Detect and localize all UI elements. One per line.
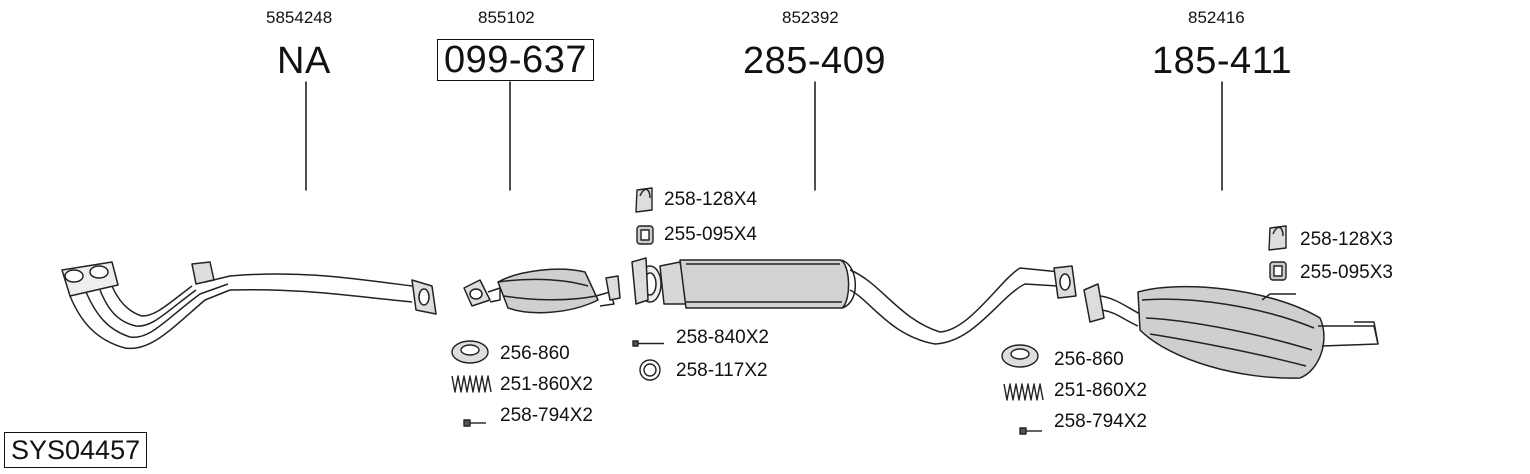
oem-number-rear-silencer: 852416 xyxy=(1188,8,1245,27)
system-code: SYS04457 xyxy=(4,432,148,468)
middle-silencer xyxy=(631,257,1077,345)
spring-icon xyxy=(1003,383,1044,401)
oem-number-middle-silencer: 852392 xyxy=(782,8,839,27)
label-rear-springs: 251-860X2 xyxy=(1054,380,1147,401)
gasket-icon xyxy=(1001,344,1039,368)
label-rear-gasket: 256-860 xyxy=(1054,349,1124,370)
catalytic-converter xyxy=(463,268,621,314)
label-mid-hanger: 258-128X4 xyxy=(664,189,757,210)
label-mid-bolt: 258-840X2 xyxy=(676,327,769,348)
label-rear-rubber: 255-095X3 xyxy=(1300,262,1393,283)
hanger-clamp-icon xyxy=(635,187,653,213)
label-cat-bolts: 258-794X2 xyxy=(500,405,593,426)
oem-number-manifold: 5854248 xyxy=(266,8,333,27)
gasket-icon xyxy=(451,340,489,364)
rubber-mount-icon xyxy=(1269,261,1287,281)
exhaust-manifold xyxy=(61,261,437,350)
spring-icon xyxy=(451,375,492,393)
bolt-icon xyxy=(632,340,664,347)
label-mid-rubber: 255-095X4 xyxy=(664,224,757,245)
label-cat-gasket: 256-860 xyxy=(500,343,570,364)
label-cat-springs: 251-860X2 xyxy=(500,374,593,395)
part-number-catalyst[interactable]: 099-637 xyxy=(437,39,594,81)
rear-silencer xyxy=(1083,283,1379,379)
hanger-clamp-icon xyxy=(1268,225,1287,251)
bolt-icon xyxy=(463,419,486,427)
label-rear-hanger: 258-128X3 xyxy=(1300,229,1393,250)
label-rear-bolts: 258-794X2 xyxy=(1054,411,1147,432)
label-mid-ring: 258-117X2 xyxy=(676,360,768,381)
oem-number-catalyst: 855102 xyxy=(478,8,535,27)
part-number-rear-silencer: 185-411 xyxy=(1152,40,1293,82)
part-number-middle-silencer: 285-409 xyxy=(743,40,886,82)
bolt-icon xyxy=(1019,427,1042,435)
rubber-mount-icon xyxy=(636,225,654,245)
seal-ring-icon xyxy=(639,359,661,381)
part-number-manifold: NA xyxy=(277,40,331,82)
